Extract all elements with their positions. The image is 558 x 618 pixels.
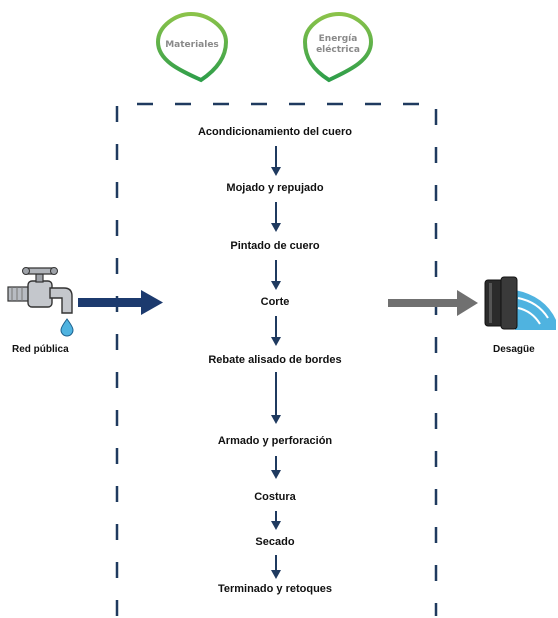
desague-label: Desagüe <box>493 344 535 355</box>
process-step: Terminado y retoques <box>217 583 333 595</box>
energia-label-line-1: Energía <box>318 34 358 44</box>
red-publica-label: Red pública <box>12 344 69 355</box>
step-arrow-4 <box>271 316 281 346</box>
step-arrow-2 <box>271 202 281 232</box>
process-step: Pintado de cuero <box>230 240 320 252</box>
process-step: Mojado y repujado <box>226 182 324 194</box>
process-step: Acondicionamiento del cuero <box>197 126 353 138</box>
process-step: Rebate alisado de bordes <box>208 354 342 366</box>
process-step: Armado y perforación <box>217 435 333 447</box>
step-arrows <box>271 146 281 579</box>
process-step: Corte <box>260 296 290 308</box>
inflow-arrow <box>78 290 163 315</box>
water-faucet-icon <box>7 267 74 337</box>
drain-pipe-icon <box>484 276 556 330</box>
step-arrow-7 <box>271 511 281 530</box>
step-arrow-3 <box>271 260 281 290</box>
energia-electrica-pin <box>302 11 374 83</box>
step-arrow-6 <box>271 456 281 479</box>
energia-electrica-label: Energía eléctrica <box>305 34 371 56</box>
step-arrow-5 <box>271 372 281 424</box>
process-step: Secado <box>255 536 295 548</box>
materiales-label: Materiales <box>165 40 219 50</box>
process-step: Costura <box>254 491 296 503</box>
step-arrow-8 <box>271 555 281 579</box>
energia-label-line-2: eléctrica <box>316 45 360 55</box>
materiales-pin <box>155 11 229 83</box>
outflow-arrow <box>388 290 478 316</box>
step-arrow-1 <box>271 146 281 176</box>
